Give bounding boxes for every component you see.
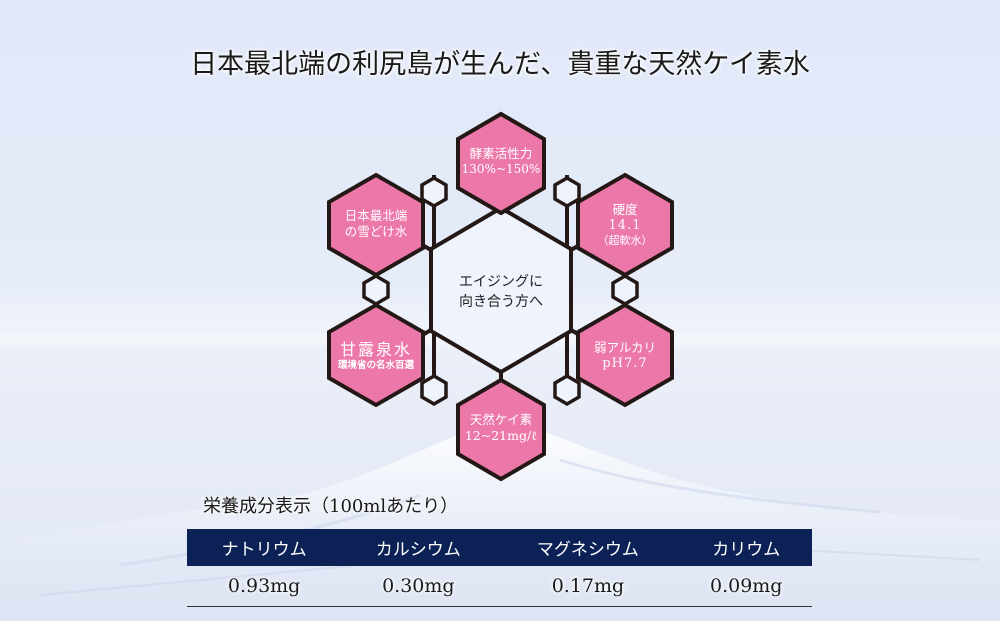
hardness-note: （超軟水） (597, 233, 653, 247)
center-hexagon-label: エイジングに 向き合う方へ (431, 272, 571, 313)
value-calcium: 0.30mg (341, 566, 496, 607)
page-title: 日本最北端の利尻島が生んだ、貴重な天然ケイ素水 (190, 49, 810, 80)
value-magnesium: 0.17mg (495, 566, 681, 607)
hexagon-upper-right (576, 172, 674, 278)
northernmost-label: 日本最北端 (344, 208, 408, 223)
enzyme-activity-label: 酵素活性力 (469, 146, 533, 161)
ph-value: pH7.7 (602, 355, 648, 371)
hexagon-lower-left-label: 甘露泉水 環境省の名水百選 (326, 340, 426, 372)
value-potassium: 0.09mg (680, 566, 812, 607)
header-potassium: カリウム (680, 529, 812, 566)
silica-label: 天然ケイ素 (469, 412, 533, 427)
hexagon-lower-left (327, 302, 425, 408)
hexagon-upper-right-label: 硬度 14.1 （超軟水） (575, 202, 675, 248)
center-hexagon (429, 205, 573, 375)
nutrition-unit-note: （100mlあたり） (311, 496, 459, 517)
hexagon-bottom-label: 天然ケイ素 12~21mg/ℓ (451, 412, 551, 443)
hexagon-upper-left-label: 日本最北端 の雪どけ水 (326, 208, 426, 239)
snowmelt-label: の雪どけ水 (344, 223, 408, 239)
kanro-spring-label: 甘露泉水 (339, 340, 412, 359)
meisui-hyakusen-note: 環境省の名水百選 (337, 360, 414, 371)
header-calcium: カルシウム (341, 529, 496, 566)
center-line-1: エイジングに (459, 274, 543, 290)
header-sodium: ナトリウム (187, 529, 342, 566)
hexagon-lower-right (576, 302, 674, 408)
hexagon-upper-left (327, 172, 425, 278)
alkaline-label: 弱アルカリ (593, 340, 656, 355)
hardness-value: 14.1 (608, 217, 642, 233)
nutrition-table: ナトリウム カルシウム マグネシウム カリウム 0.93mg 0.30mg 0.… (187, 529, 812, 607)
hardness-label: 硬度 (612, 202, 638, 217)
silica-value: 12~21mg/ℓ (464, 427, 538, 443)
small-connector-hexagons (362, 175, 639, 407)
value-sodium: 0.93mg (187, 566, 342, 607)
nutrition-section-title: 栄養成分表示（100mlあたり） (203, 492, 458, 518)
hexagon-top (456, 111, 546, 216)
table-header-row: ナトリウム カルシウム マグネシウム カリウム (187, 529, 812, 566)
enzyme-activity-value: 130%~150% (461, 161, 541, 176)
hexagon-lower-right-label: 弱アルカリ pH7.7 (575, 340, 675, 372)
nutrition-title: 栄養成分表示 (203, 496, 311, 517)
header-magnesium: マグネシウム (495, 529, 681, 566)
center-line-2: 向き合う方へ (459, 294, 543, 311)
table-row: 0.93mg 0.30mg 0.17mg 0.09mg (187, 566, 812, 607)
hexagon-top-label: 酵素活性力 130%~150% (451, 146, 551, 177)
hexagon-bottom (456, 377, 546, 482)
